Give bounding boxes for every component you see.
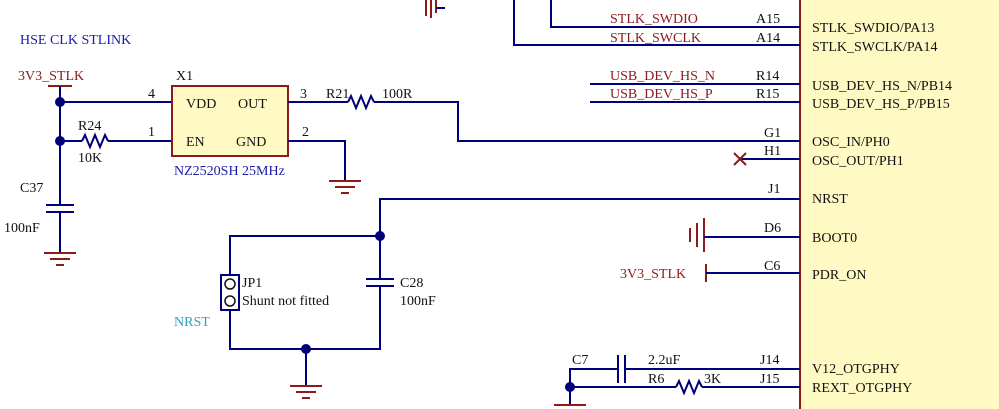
wire-nrst — [379, 198, 800, 236]
net-label-usb-n: USB_DEV_HS_N — [610, 69, 715, 84]
pin-ball-a14: A14 — [756, 31, 780, 46]
r21-ref: R21 — [326, 87, 349, 102]
r24-value: 10K — [78, 151, 102, 166]
pin-num-2: 2 — [302, 125, 309, 140]
pin-ball-a15: A15 — [756, 12, 780, 27]
resistor-r21 — [347, 93, 375, 111]
r6-ref: R6 — [648, 372, 664, 387]
pin-ball-h1: H1 — [764, 144, 781, 159]
wire-osc-in — [374, 101, 800, 142]
gnd-symbol-c37 — [44, 252, 76, 266]
r24-ref: R24 — [78, 119, 101, 134]
c37-ref: C37 — [20, 181, 43, 196]
crystal-part: NZ2520SH 25MHz — [174, 164, 285, 179]
pin-ball-j1: J1 — [768, 182, 780, 197]
net-label-swdio: STLK_SWDIO — [610, 12, 698, 27]
pin-ball-c6: C6 — [764, 259, 780, 274]
c28-ref: C28 — [400, 276, 423, 291]
pin-num-3: 3 — [300, 87, 307, 102]
gnd-symbol-nrst — [290, 385, 322, 399]
pin-name-boot0: BOOT0 — [812, 231, 857, 246]
resistor-r24 — [81, 132, 109, 150]
crystal-pin-en: EN — [186, 135, 205, 150]
crystal-pin-out: OUT — [238, 97, 267, 112]
jumper-pin-2 — [224, 295, 236, 307]
pin-ball-j14: J14 — [760, 353, 779, 368]
gnd-symbol-boot0 — [689, 218, 705, 252]
pin-ball-g1: G1 — [764, 126, 781, 141]
pin-ball-j15: J15 — [760, 372, 779, 387]
crystal-pin-vdd: VDD — [186, 97, 216, 112]
pin-name-pdr-on: PDR_ON — [812, 268, 866, 283]
gnd-symbol-top — [425, 0, 445, 18]
wire-swdio — [550, 0, 800, 28]
pin-name-nrst: NRST — [812, 192, 848, 207]
pin-ball-r15: R15 — [756, 87, 779, 102]
section-title: HSE CLK STLINK — [20, 33, 131, 48]
c7-ref: C7 — [572, 353, 588, 368]
pin-name-pa13: STLK_SWDIO/PA13 — [812, 21, 934, 36]
net-label-swclk: STLK_SWCLK — [610, 31, 701, 46]
power-label-3v3-left: 3V3_STLK — [18, 69, 84, 84]
jumper-pin-1 — [224, 278, 236, 290]
resistor-r6 — [675, 378, 703, 396]
mcu-body — [799, 0, 999, 409]
pin-ball-r14: R14 — [756, 69, 779, 84]
wire-swclk — [513, 0, 800, 46]
pin-num-1: 1 — [148, 125, 155, 140]
c37-value: 100nF — [4, 221, 40, 236]
crystal-ref: X1 — [176, 69, 193, 84]
power-label-3v3-right: 3V3_STLK — [620, 267, 686, 282]
pin-name-ph0: OSC_IN/PH0 — [812, 135, 890, 150]
crystal-pin-gnd: GND — [236, 135, 266, 150]
c7-value: 2.2uF — [648, 353, 681, 368]
pin-name-pb15: USB_DEV_HS_P/PB15 — [812, 97, 950, 112]
no-connect-icon — [733, 152, 747, 166]
pin-name-rext-otgphy: REXT_OTGPHY — [812, 381, 912, 396]
jp1-note: Shunt not fitted — [242, 294, 329, 309]
pin-ball-d6: D6 — [764, 221, 781, 236]
pin-name-ph1: OSC_OUT/PH1 — [812, 154, 904, 169]
net-label-usb-p: USB_DEV_HS_P — [610, 87, 713, 102]
gnd-symbol-crystal — [329, 180, 361, 194]
jp1-ref: JP1 — [242, 276, 262, 291]
r21-value: 100R — [382, 87, 413, 102]
crystal-body — [171, 85, 289, 157]
pin-name-v12-otgphy: V12_OTGPHY — [812, 362, 900, 377]
pin-name-pa14: STLK_SWCLK/PA14 — [812, 40, 938, 55]
r6-value: 3K — [704, 372, 721, 387]
pin-name-pb14: USB_DEV_HS_N/PB14 — [812, 79, 952, 94]
c28-value: 100nF — [400, 294, 436, 309]
net-label-nrst: NRST — [174, 315, 210, 330]
pin-num-4: 4 — [148, 87, 155, 102]
